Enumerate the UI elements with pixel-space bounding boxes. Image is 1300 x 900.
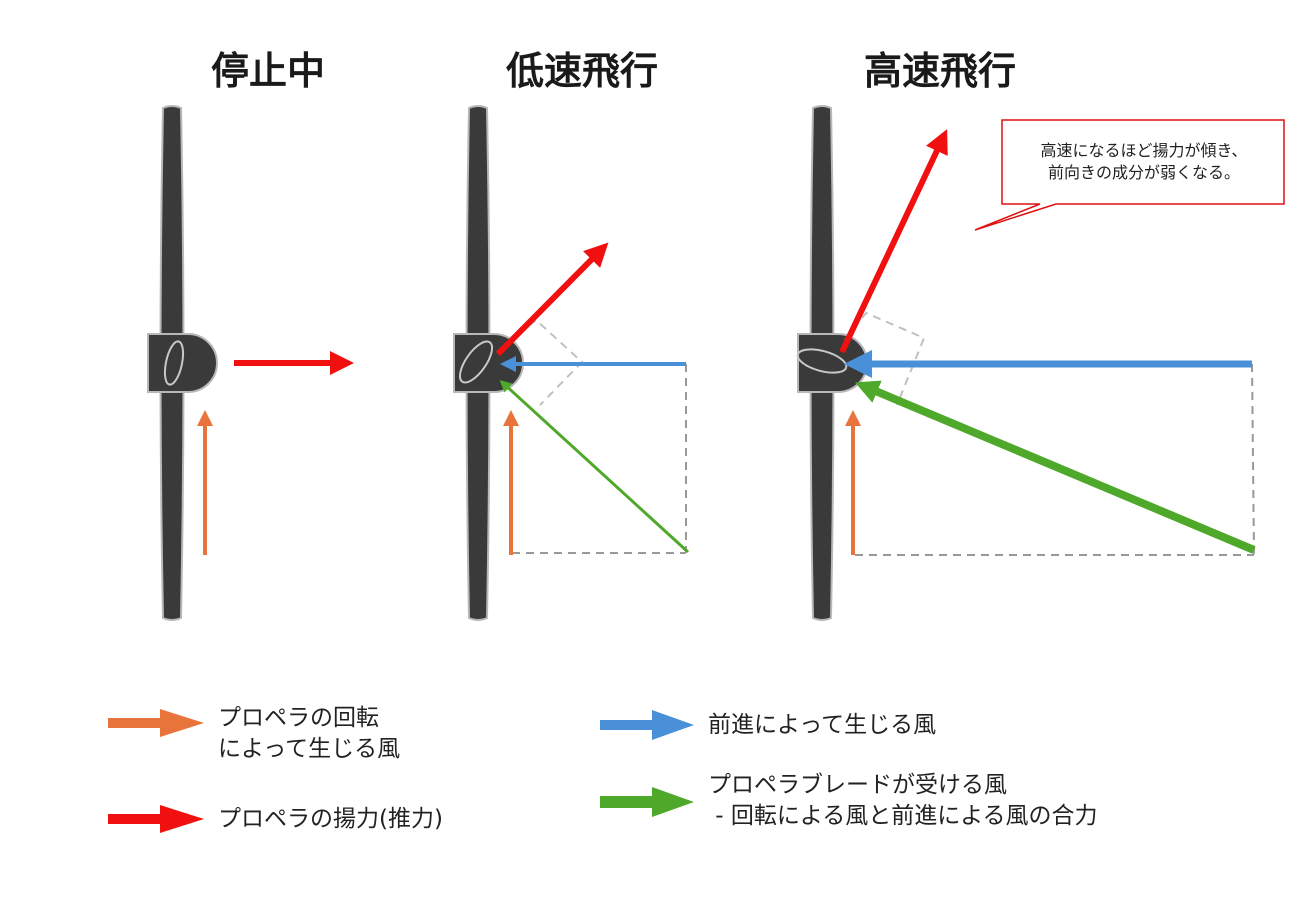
legend-label-blade-wind: プロペラブレードが受ける風 - 回転による風と前進による風の合力 <box>708 772 1098 829</box>
lift-arrow-low <box>495 242 609 357</box>
callout-line-1: 高速になるほど揚力が傾き、 <box>1040 141 1248 160</box>
blade-wind-arrow-low <box>499 379 690 554</box>
blade-wind-arrow-high <box>854 380 1256 554</box>
legend-label-rotation-wind: プロペラの回転 によって生じる風 <box>218 705 401 762</box>
panel-title-stopped: 停止中 <box>210 49 326 93</box>
lift-arrow-high <box>839 129 948 354</box>
legend-label-forward-wind: 前進によって生じる風 <box>708 712 937 738</box>
legend-label-lift: プロペラの揚力(推力) <box>218 806 443 832</box>
legend-arrow-blade-wind <box>600 787 694 817</box>
callout-line-2: 前向きの成分が弱くなる。 <box>1047 163 1240 182</box>
legend-arrow-lift <box>108 805 204 833</box>
panel-title-high-speed: 高速飛行 <box>863 49 1017 93</box>
panel-title-low-speed: 低速飛行 <box>505 49 659 93</box>
vector-decomposition-low <box>496 318 584 406</box>
legend-arrow-forward-wind <box>600 710 694 740</box>
callout-text: 高速になるほど揚力が傾き、 前向きの成分が弱くなる。 <box>1004 140 1284 184</box>
callout-box <box>974 119 1285 231</box>
legend-arrow-rotation-wind <box>108 709 204 737</box>
propeller-stopped <box>147 105 218 621</box>
propeller-high-speed <box>796 105 868 621</box>
